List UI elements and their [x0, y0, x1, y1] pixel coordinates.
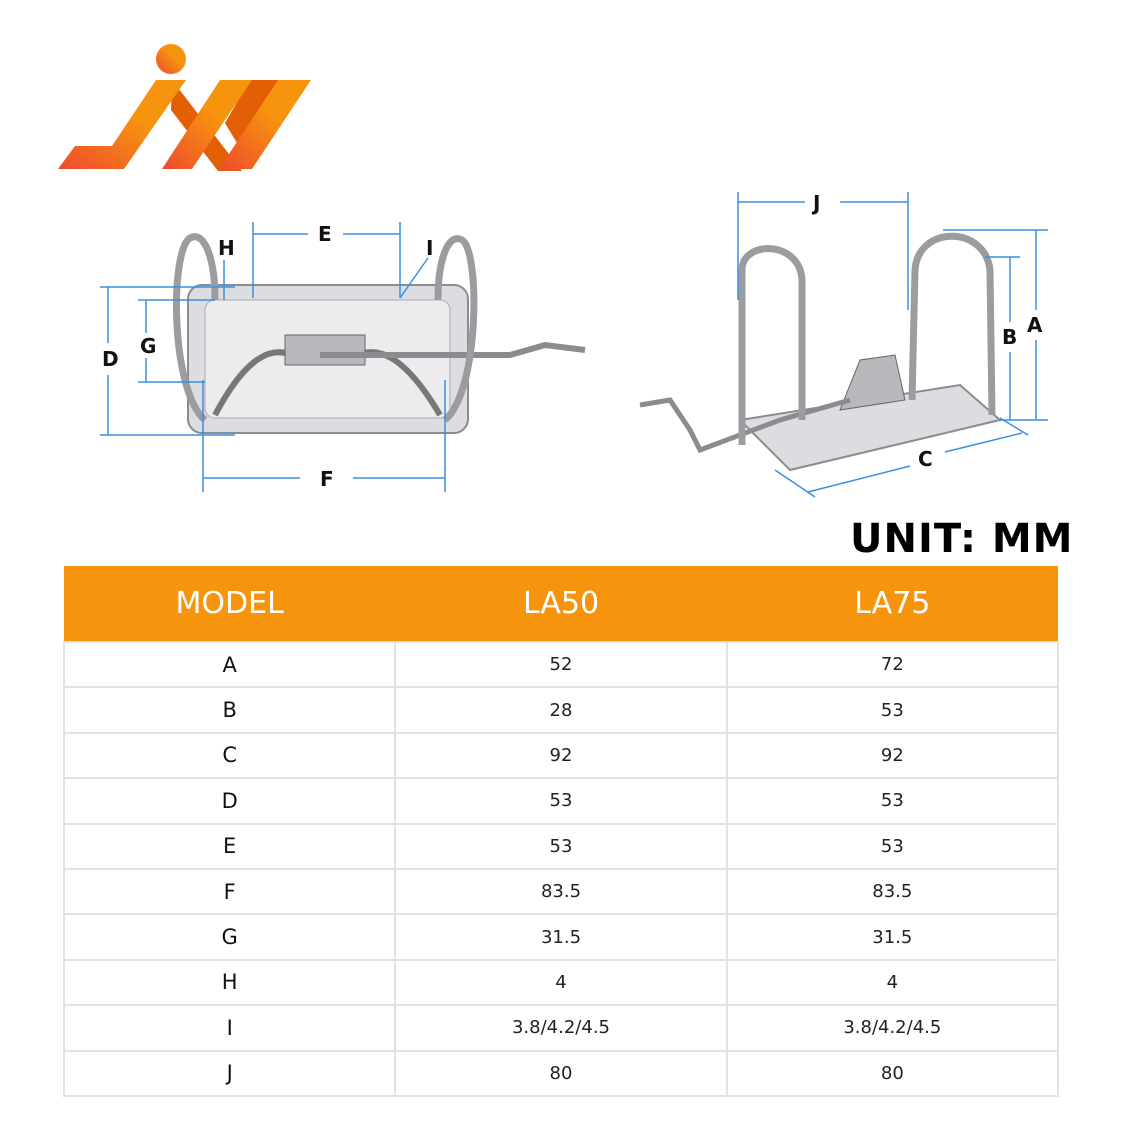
la50-cell: 92 — [394, 731, 728, 780]
la75-cell: 4 — [725, 958, 1060, 1007]
dim-label-j: J — [811, 191, 820, 215]
la50-cell: 28 — [394, 686, 728, 734]
la50-cell: 53 — [394, 777, 728, 825]
unit-label: UNIT: MM — [850, 516, 1074, 562]
dim-label-g: G — [140, 334, 156, 358]
la50-cell: 31.5 — [394, 913, 728, 961]
dim-label-c: C — [918, 447, 933, 471]
dim-label-b: B — [1002, 325, 1017, 349]
dimension-cell: D — [62, 777, 397, 825]
dimension-cell: E — [62, 822, 397, 870]
header-la50: LA50 — [395, 566, 727, 642]
la50-cell: 53 — [394, 822, 728, 870]
la75-cell: 3.8/4.2/4.5 — [725, 1004, 1060, 1052]
header-la75: LA75 — [726, 566, 1058, 642]
header-model: MODEL — [64, 566, 396, 642]
la75-cell: 53 — [725, 686, 1060, 734]
dimension-cell: H — [62, 958, 397, 1007]
la50-cell: 80 — [394, 1049, 728, 1097]
dimension-cell: A — [62, 640, 397, 689]
la75-cell: 72 — [725, 640, 1060, 689]
dim-label-d: D — [102, 347, 119, 371]
dimension-cell: J — [62, 1049, 397, 1097]
la50-cell: 83.5 — [394, 867, 728, 916]
la75-cell: 31.5 — [725, 913, 1060, 961]
dim-label-h: H — [218, 236, 235, 260]
dimension-cell: B — [62, 686, 397, 734]
dim-label-i: I — [426, 236, 433, 260]
la50-cell: 3.8/4.2/4.5 — [394, 1004, 728, 1052]
dim-label-f: F — [320, 467, 334, 491]
la50-cell: 4 — [394, 958, 728, 1007]
dimension-cell: C — [62, 731, 397, 780]
mechanism-drawing-perspective — [639, 232, 1003, 472]
la75-cell: 53 — [725, 822, 1060, 870]
dim-label-e: E — [318, 222, 332, 246]
la75-cell: 92 — [725, 731, 1060, 780]
la75-cell: 83.5 — [725, 867, 1060, 916]
table-header-row: MODEL LA50 LA75 — [64, 566, 1058, 642]
mechanism-drawing-front — [173, 233, 586, 434]
brand-logo — [58, 44, 311, 171]
la50-cell: 52 — [394, 640, 728, 689]
dimension-cell: F — [62, 867, 397, 916]
dimension-lines-left — [100, 222, 446, 492]
dimension-cell: G — [62, 913, 397, 961]
la75-cell: 53 — [725, 777, 1060, 825]
dimension-cell: I — [62, 1004, 397, 1052]
right-mechanism-diagram: J A B C — [639, 191, 1048, 498]
dim-label-a: A — [1027, 313, 1043, 337]
la75-cell: 80 — [725, 1049, 1060, 1097]
dimension-lines-right — [737, 192, 1048, 498]
left-mechanism-diagram: E H I D G F — [100, 222, 586, 492]
